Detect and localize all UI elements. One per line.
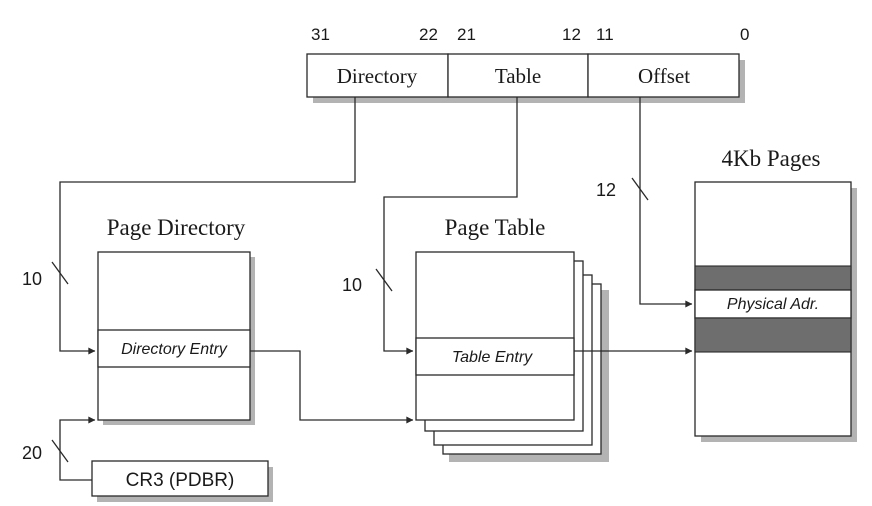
page-directory-title: Page Directory [107, 215, 246, 240]
cr3-bus-width: 20 [22, 443, 42, 463]
directory-entry-label: Directory Entry [121, 341, 228, 358]
directory-field-label: Directory [337, 64, 418, 88]
cr3-box [91, 460, 269, 497]
page-table-front [415, 251, 575, 421]
page-shaded-band-top [694, 265, 852, 291]
bit-label-11: 11 [596, 25, 614, 44]
table-bus-tick [375, 268, 393, 292]
table-field-label: Table [495, 64, 541, 88]
directory-entry-row [97, 329, 251, 368]
directory-field [306, 53, 449, 98]
offset-field-label: Offset [638, 64, 690, 88]
offset-bus-tick [631, 177, 649, 201]
table-entry-row [415, 337, 575, 376]
page-directory: Page Directory Directory Entry [97, 215, 255, 425]
offset-arrow [639, 97, 693, 308]
table-index-arrow [383, 97, 518, 355]
offset-bus-width: 12 [596, 180, 616, 200]
directory-bus-tick [51, 261, 69, 285]
page-table-stack: Page Table Table Entry [415, 215, 609, 462]
cr3-to-page-directory-arrow [59, 416, 96, 481]
cr3-register: CR3 (PDBR) [91, 460, 273, 502]
table-bus-width: 10 [342, 275, 362, 295]
physical-address-label: Physical Adr. [727, 296, 819, 313]
bit-label-0: 0 [740, 25, 749, 44]
page-frame: 4Kb Pages Physical Adr. [694, 146, 857, 442]
directory-index-arrow [59, 97, 356, 355]
directory-entry-to-page-table-arrow [250, 350, 414, 424]
bit-label-31: 31 [311, 25, 330, 44]
bit-label-22: 22 [419, 25, 438, 44]
table-entry-label: Table Entry [452, 349, 533, 366]
offset-field [587, 53, 740, 98]
page-shaded-band-bottom [694, 317, 852, 353]
pages-title: 4Kb Pages [721, 146, 820, 171]
bit-label-12: 12 [562, 25, 581, 44]
cr3-bus-tick [51, 439, 69, 463]
cr3-label: CR3 (PDBR) [126, 470, 235, 491]
bit-label-21: 21 [457, 25, 476, 44]
page-table-title: Page Table [445, 215, 546, 240]
directory-bus-width: 10 [22, 269, 42, 289]
linear-address-register: Directory Table Offset [306, 53, 745, 103]
table-field [447, 53, 589, 98]
